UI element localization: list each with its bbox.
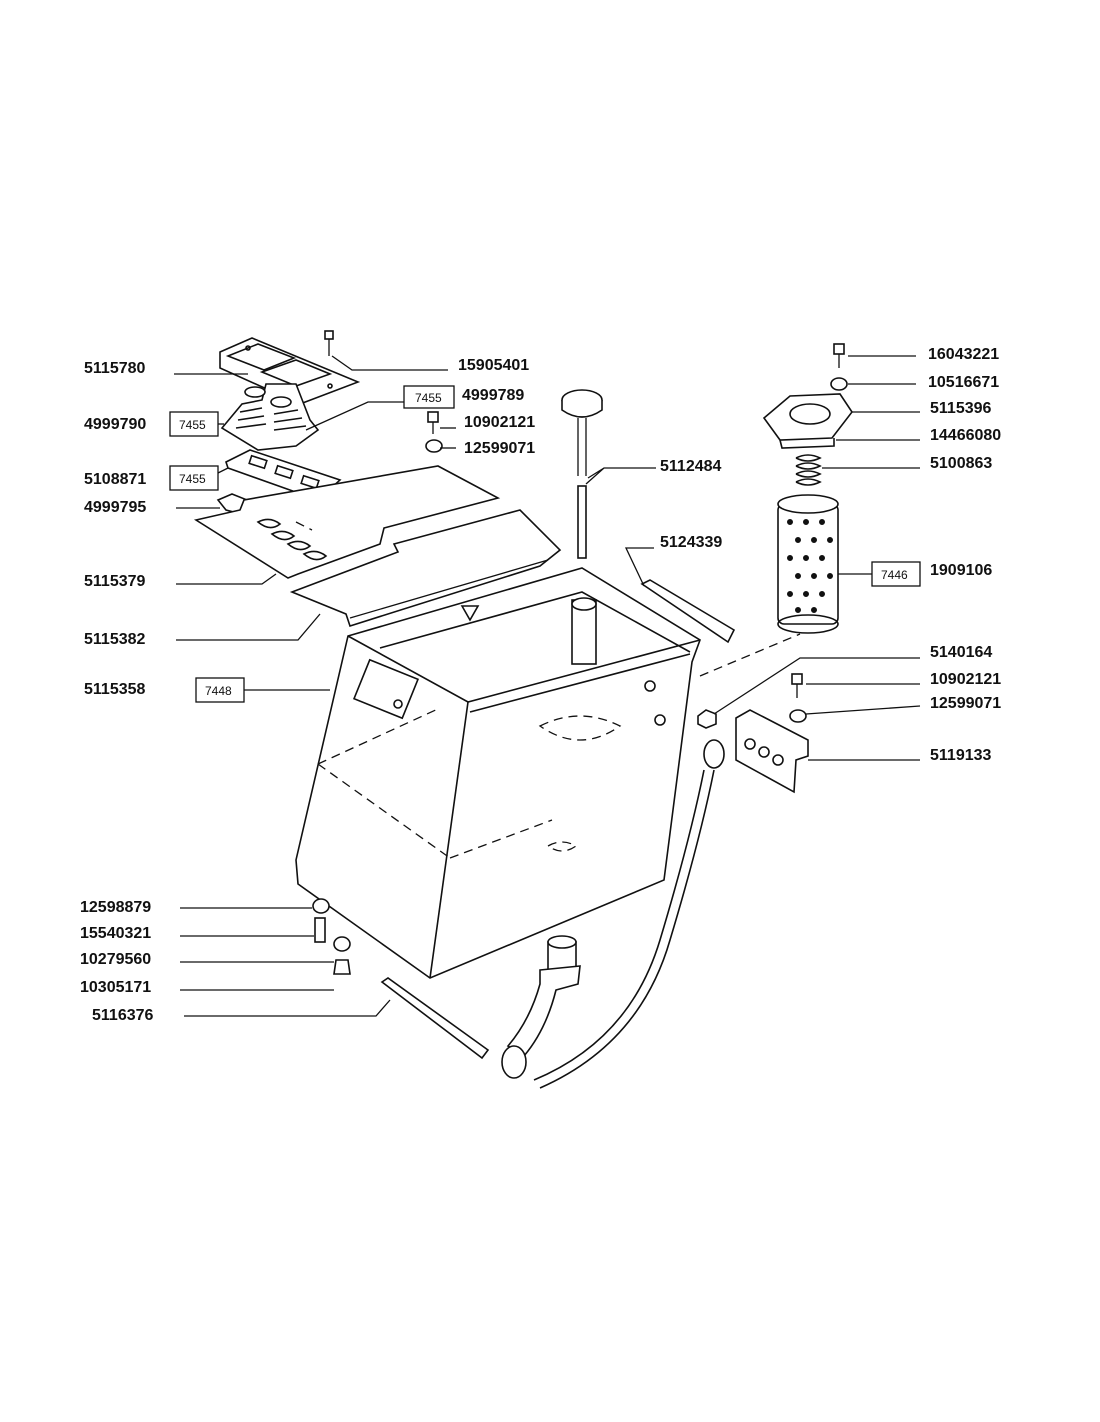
part-number-5119133: 5119133 <box>930 747 992 764</box>
part-number-4999789: 4999789 <box>462 387 524 404</box>
ref-number: 7455 <box>415 391 442 405</box>
bottom-strip-drawing <box>380 977 490 1060</box>
part-number-1909106: 1909106 <box>930 562 992 579</box>
part-number-5124339: 5124339 <box>660 534 722 551</box>
part-number-14466080: 14466080 <box>930 427 1001 444</box>
fitting-drawing <box>697 709 717 729</box>
suction-pipe-drawing <box>501 935 581 1079</box>
part-number-4999790: 4999790 <box>84 416 146 433</box>
bracket-drawing <box>735 709 809 794</box>
part-number-5115358: 5115358 <box>84 681 146 698</box>
part-number-5115396: 5115396 <box>930 400 992 417</box>
part-number-5112484: 5112484 <box>660 458 722 475</box>
part-number-12599071: 12599071 <box>930 695 1001 712</box>
ref-number: 7455 <box>179 418 206 432</box>
rubber-strip-drawing <box>640 579 736 644</box>
upper-panel-drawing <box>193 465 501 579</box>
part-number-5116376: 5116376 <box>92 1007 154 1024</box>
lower-panel-drawing <box>289 509 562 627</box>
part-number-5115382: 5115382 <box>84 631 146 648</box>
dipstick-drawing <box>561 389 603 559</box>
part-number-5100863: 5100863 <box>930 455 992 472</box>
hardware-right-drawing <box>425 343 848 723</box>
part-number-5108871: 5108871 <box>84 471 146 488</box>
ref-box: 7446 <box>871 561 921 587</box>
part-number-10516671: 10516671 <box>928 374 999 391</box>
assembly-line <box>295 521 313 531</box>
screw-drawing <box>324 330 334 356</box>
hardware-left-drawing <box>312 898 351 975</box>
part-number-5140164: 5140164 <box>930 644 992 661</box>
ref-number: 7446 <box>881 568 908 582</box>
part-number-12599071: 12599071 <box>464 440 535 457</box>
part-number-10305171: 10305171 <box>80 979 151 996</box>
part-number-5115780: 5115780 <box>84 360 146 377</box>
ref-box: 7455 <box>169 465 219 491</box>
ref-box: 7455 <box>403 385 455 409</box>
part-number-5115379: 5115379 <box>84 573 146 590</box>
part-number-16043221: 16043221 <box>928 346 999 363</box>
part-number-4999795: 4999795 <box>84 499 146 516</box>
spring-drawing <box>795 454 822 486</box>
part-number-10902121: 10902121 <box>464 414 535 431</box>
assembly-line <box>699 633 801 677</box>
filter-head-drawing <box>762 393 853 449</box>
boot-drawing <box>220 383 320 451</box>
part-number-12598879: 12598879 <box>80 899 151 916</box>
part-number-15540321: 15540321 <box>80 925 151 942</box>
cover-plate-drawing <box>219 337 361 405</box>
part-number-10279560: 10279560 <box>80 951 151 968</box>
part-number-10902121: 10902121 <box>930 671 1001 688</box>
ref-number: 7448 <box>205 684 232 698</box>
ref-box: 7455 <box>169 411 219 437</box>
hose-drawing <box>533 739 725 1089</box>
filter-element-drawing <box>777 494 839 634</box>
tank-body-drawing <box>295 567 701 979</box>
part-number-15905401: 15905401 <box>458 357 529 374</box>
ref-number: 7455 <box>179 472 206 486</box>
ref-box: 7448 <box>195 677 245 703</box>
